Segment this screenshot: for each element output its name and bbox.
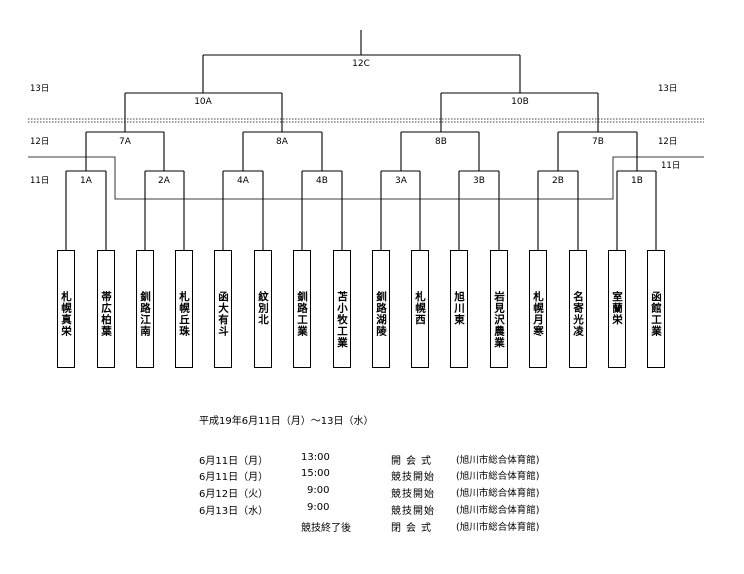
team-name: 札幌月寒	[532, 291, 544, 337]
schedule-date: 6月11日（月）	[199, 456, 269, 467]
team-name: 釧路江南	[139, 291, 151, 337]
team-box: 岩見沢農業	[490, 250, 508, 368]
team-name: 紋別北	[257, 291, 269, 326]
match-label-3b: 3B	[473, 176, 485, 186]
schedule-event: 競技開始	[391, 506, 435, 517]
match-label-8a: 8A	[276, 137, 289, 147]
day-label-12-right: 12日	[658, 137, 677, 147]
team-box: 札幌真栄	[57, 250, 75, 368]
schedule-time: 15:00	[301, 468, 330, 479]
match-label-4b: 4B	[316, 176, 328, 186]
team-box: 旭川東	[450, 250, 468, 368]
team-box: 函館工業	[647, 250, 665, 368]
match-label-2b: 2B	[552, 176, 564, 186]
team-name: 釧路工業	[296, 291, 308, 337]
match-label-7a: 7A	[119, 137, 132, 147]
team-box: 札幌月寒	[529, 250, 547, 368]
schedule-date: 6月11日（月）	[199, 472, 269, 483]
match-label-8b: 8B	[435, 137, 447, 147]
team-box: 帯広柏葉	[97, 250, 115, 368]
match-label-4a: 4A	[237, 176, 250, 186]
schedule-event: 競技開始	[391, 489, 435, 500]
team-name: 苫小牧工業	[336, 291, 348, 349]
schedule-venue: (旭川市総合体育館)	[456, 505, 540, 516]
day-label-11-right: 11日	[661, 161, 680, 171]
team-name: 名寄光凌	[572, 291, 584, 337]
schedule-date: 6月13日（水）	[199, 506, 269, 517]
match-label-10b: 10B	[511, 97, 529, 107]
match-label-10a: 10A	[194, 97, 212, 107]
schedule-time: 9:00	[307, 485, 330, 496]
team-name: 旭川東	[453, 291, 465, 326]
match-label-7b: 7B	[592, 137, 604, 147]
match-label-2a: 2A	[158, 176, 171, 186]
bracket-lines	[65, 30, 657, 250]
team-box: 名寄光凌	[569, 250, 587, 368]
match-label-12c: 12C	[352, 59, 370, 69]
team-name: 帯広柏葉	[100, 291, 112, 337]
team-box: 釧路江南	[136, 250, 154, 368]
team-name: 函館工業	[650, 291, 662, 337]
day-label-11-left: 11日	[30, 176, 49, 186]
team-box: 札幌丘珠	[175, 250, 193, 368]
team-box: 札幌西	[411, 250, 429, 368]
team-name: 室蘭栄	[611, 291, 623, 326]
team-box: 苫小牧工業	[333, 250, 351, 368]
team-box: 室蘭栄	[608, 250, 626, 368]
schedule-time: 9:00	[307, 502, 330, 513]
schedule-period: 平成19年6月11日（月）〜13日（水）	[199, 416, 374, 427]
schedule-time: 競技終了後	[301, 523, 351, 534]
day-label-13-left: 13日	[30, 84, 49, 94]
schedule-event: 閉会式	[391, 523, 436, 534]
team-name: 札幌真栄	[60, 291, 72, 337]
schedule-date: 6月12日（火）	[199, 489, 269, 500]
schedule-time: 13:00	[301, 452, 330, 463]
team-box: 釧路湖陵	[372, 250, 390, 368]
schedule-venue: (旭川市総合体育館)	[456, 522, 540, 533]
team-name: 釧路湖陵	[375, 291, 387, 337]
match-label-3a: 3A	[395, 176, 408, 186]
team-box: 函大有斗	[214, 250, 232, 368]
match-label-1b: 1B	[631, 176, 643, 186]
team-name: 函大有斗	[217, 291, 229, 337]
schedule-venue: (旭川市総合体育館)	[456, 471, 540, 482]
day-separator-lines	[28, 118, 704, 200]
team-box: 紋別北	[254, 250, 272, 368]
separator-12-11	[28, 156, 704, 200]
schedule-event: 競技開始	[391, 472, 435, 483]
team-name: 岩見沢農業	[493, 291, 505, 349]
team-name: 札幌丘珠	[178, 291, 190, 337]
team-box: 釧路工業	[293, 250, 311, 368]
team-name: 札幌西	[414, 291, 426, 326]
day-label-12-left: 12日	[30, 137, 49, 147]
match-label-1a: 1A	[80, 176, 93, 186]
schedule-venue: (旭川市総合体育館)	[456, 455, 540, 466]
day-label-13-right: 13日	[658, 84, 677, 94]
schedule-event: 開会式	[391, 456, 436, 467]
schedule-venue: (旭川市総合体育館)	[456, 488, 540, 499]
